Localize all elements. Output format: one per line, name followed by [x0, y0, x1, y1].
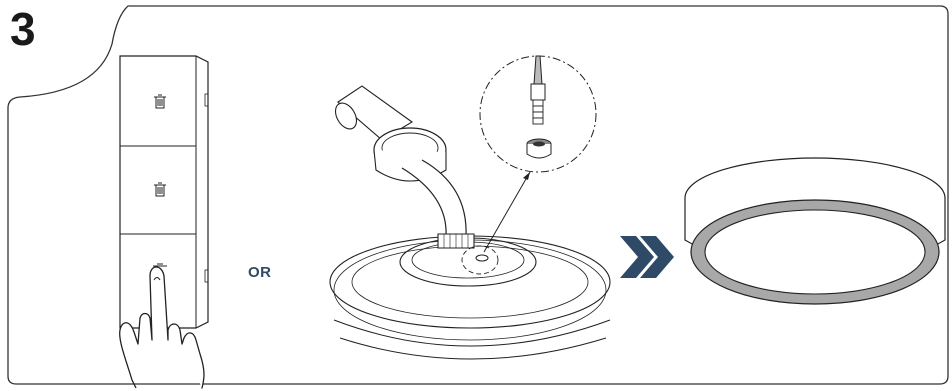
double-chevron-right-icon — [618, 232, 678, 282]
ceiling-light-icon — [680, 140, 950, 340]
ceiling-mount-with-connector-icon — [320, 20, 620, 380]
step-number: 3 — [10, 6, 36, 52]
pointing-hand-icon — [112, 220, 222, 390]
or-label: OR — [248, 264, 272, 281]
